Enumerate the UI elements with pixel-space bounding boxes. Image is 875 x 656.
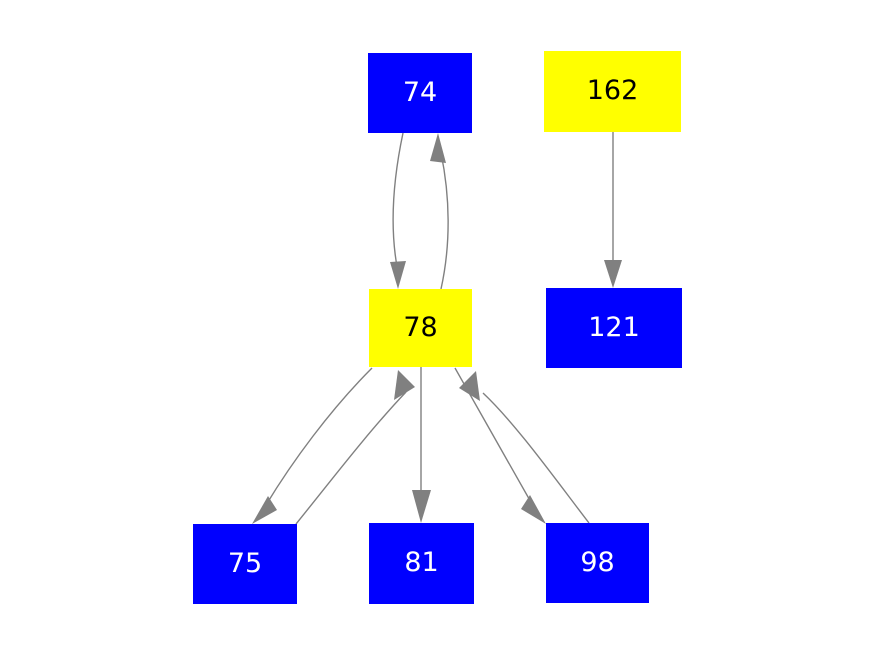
- edge-98-to-78: [459, 371, 590, 524]
- node-label: 81: [404, 547, 439, 578]
- graph-node-81[interactable]: 81: [369, 523, 474, 604]
- graph-node-75[interactable]: 75: [193, 524, 297, 604]
- graph-node-78[interactable]: 78: [369, 289, 472, 367]
- edge-78-to-75: [252, 367, 373, 524]
- graph-node-162[interactable]: 162: [544, 51, 681, 132]
- node-label: 121: [588, 311, 640, 343]
- node-label: 98: [580, 546, 615, 578]
- edge-162-to-121: [604, 132, 622, 288]
- edge-78-to-98-arrowhead: [521, 495, 546, 524]
- graph-node-74[interactable]: 74: [368, 53, 472, 133]
- graph-node-98[interactable]: 98: [546, 523, 649, 603]
- edge-74-to-78-line: [392, 132, 404, 273]
- edge-74-to-78-arrowhead: [390, 261, 406, 289]
- edge-78-to-81: [412, 367, 431, 523]
- edge-78-to-74-arrowhead: [430, 133, 446, 163]
- node-label: 78: [403, 311, 438, 343]
- edge-78-to-75-line: [265, 367, 373, 506]
- edge-75-to-78-arrowhead: [394, 370, 415, 400]
- edge-98-to-78-line: [482, 392, 590, 524]
- edge-78-to-75-arrowhead: [252, 496, 277, 524]
- node-label: 74: [402, 76, 438, 108]
- node-label: 162: [586, 75, 639, 106]
- edge-75-to-78: [295, 370, 415, 525]
- edge-74-to-78: [390, 132, 406, 289]
- edge-75-to-78-line: [295, 391, 407, 525]
- graph-node-121[interactable]: 121: [546, 288, 682, 368]
- edge-78-to-81-arrowhead: [412, 490, 431, 523]
- node-label: 75: [227, 547, 263, 579]
- edge-162-to-121-arrowhead: [604, 260, 622, 288]
- edge-78-to-74-line: [440, 152, 449, 290]
- edge-78-to-74: [430, 133, 449, 290]
- edge-98-to-78-arrowhead: [459, 371, 480, 401]
